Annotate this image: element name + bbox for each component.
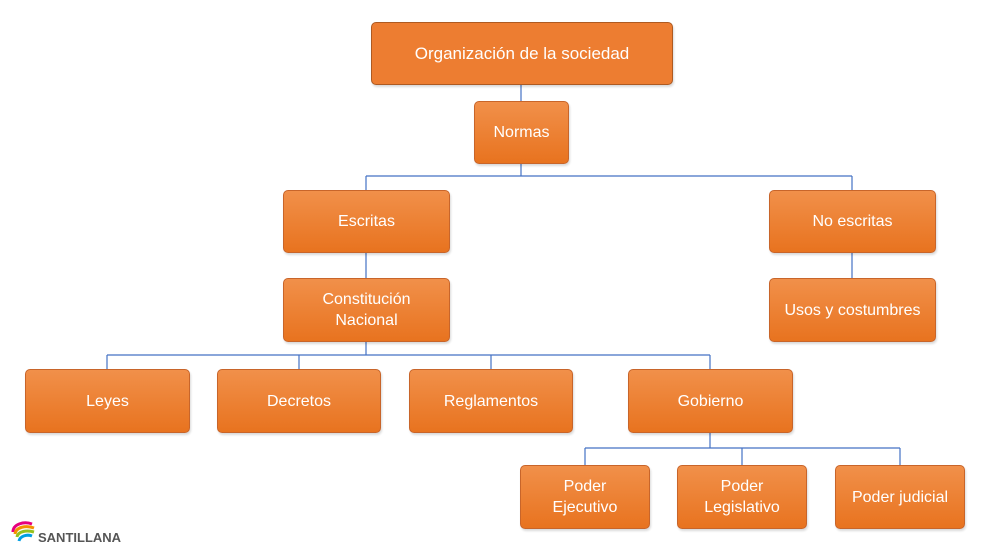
node-escritas: Escritas <box>283 190 450 253</box>
node-usos-costumbres: Usos y costumbres <box>769 278 936 342</box>
connector-normas-children <box>365 163 853 190</box>
node-normas: Normas <box>474 101 569 164</box>
node-leyes: Leyes <box>25 369 190 433</box>
node-organizacion: Organización de la sociedad <box>371 22 673 85</box>
node-constitucion: Constitución Nacional <box>283 278 450 342</box>
node-decretos: Decretos <box>217 369 381 433</box>
santillana-logo: SANTILLANA <box>10 520 121 545</box>
connector-constitucion-children <box>106 341 711 369</box>
node-poder-ejecutivo: Poder Ejecutivo <box>520 465 650 529</box>
connector-gobierno-children <box>584 432 901 465</box>
node-no-escritas: No escritas <box>769 190 936 253</box>
node-reglamentos: Reglamentos <box>409 369 573 433</box>
node-poder-judicial: Poder judicial <box>835 465 965 529</box>
logo-text: SANTILLANA <box>38 530 122 545</box>
node-gobierno: Gobierno <box>628 369 793 433</box>
logo-icon <box>11 520 35 542</box>
node-poder-legislativo: Poder Legislativo <box>677 465 807 529</box>
